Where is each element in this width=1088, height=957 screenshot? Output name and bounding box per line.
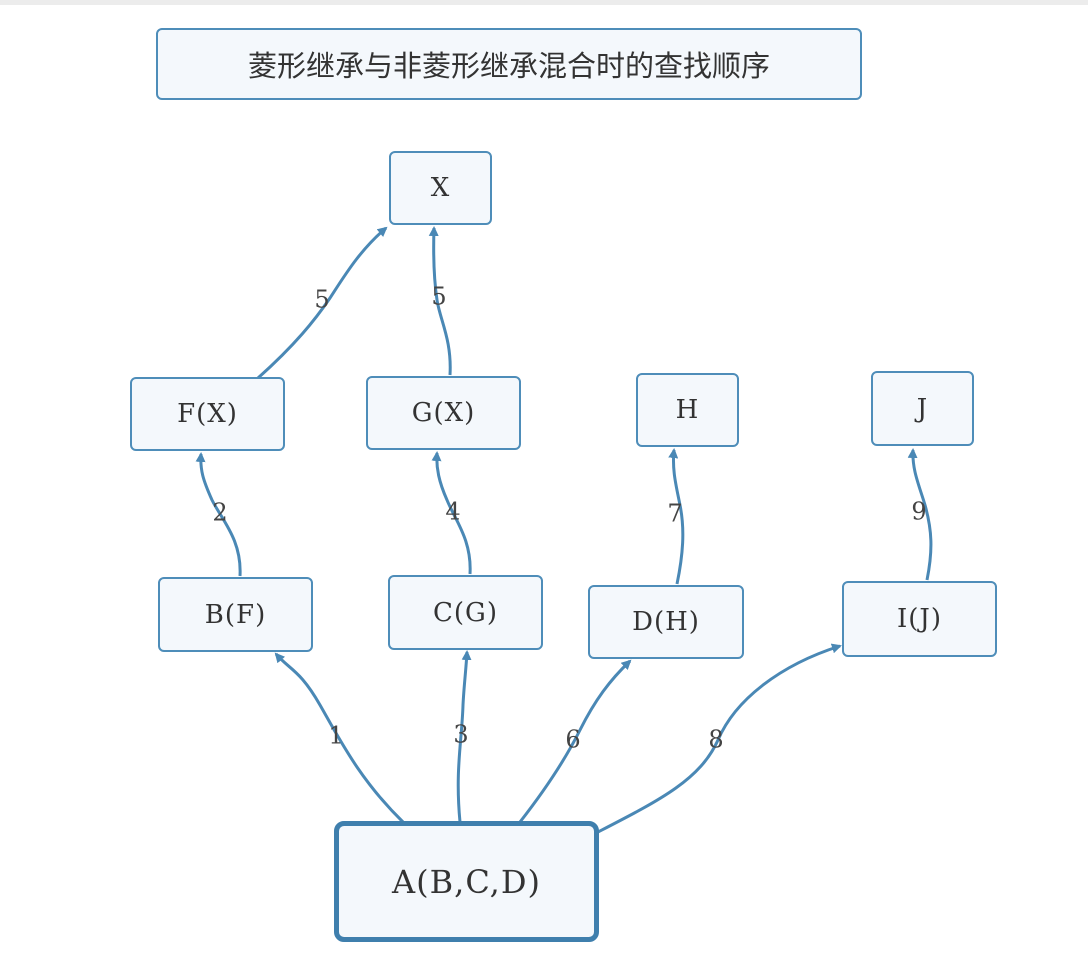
edge-a-to-i [597,643,842,834]
edge-label-3: 3 [453,721,468,749]
edge-a-to-c [456,650,472,823]
node-h: H [636,373,739,447]
edge-a-to-b [274,652,405,824]
edge-label-2: 2 [212,499,227,527]
node-f: F(X) [130,377,285,451]
edge-label-6: 6 [565,726,580,754]
edge-b-to-f [195,452,242,577]
node-d: D(H) [588,585,744,659]
edge-label-4: 4 [445,498,460,526]
edge-f-to-x [257,226,388,380]
edge-i-to-j [907,448,933,581]
top-border-strip [0,0,1088,5]
edge-label-5a: 5 [314,286,329,314]
node-g: G(X) [366,376,521,450]
node-c: C(G) [388,575,543,650]
node-j: J [871,371,974,446]
node-x: X [389,151,492,225]
edge-label-9: 9 [911,498,926,526]
edge-label-5b: 5 [431,283,446,311]
edge-d-to-h [668,448,685,585]
edge-label-7: 7 [667,500,682,528]
edge-a-to-d [518,659,632,823]
edge-label-8: 8 [708,726,723,754]
edge-c-to-g [431,451,472,575]
edge-label-1: 1 [328,722,343,750]
node-i: I(J) [842,581,997,657]
node-b: B(F) [158,577,313,652]
diagram-title: 菱形继承与非菱形继承混合时的查找顺序 [156,28,862,100]
edge-g-to-x [428,226,452,376]
node-root-a: A(B,C,D) [334,821,599,942]
